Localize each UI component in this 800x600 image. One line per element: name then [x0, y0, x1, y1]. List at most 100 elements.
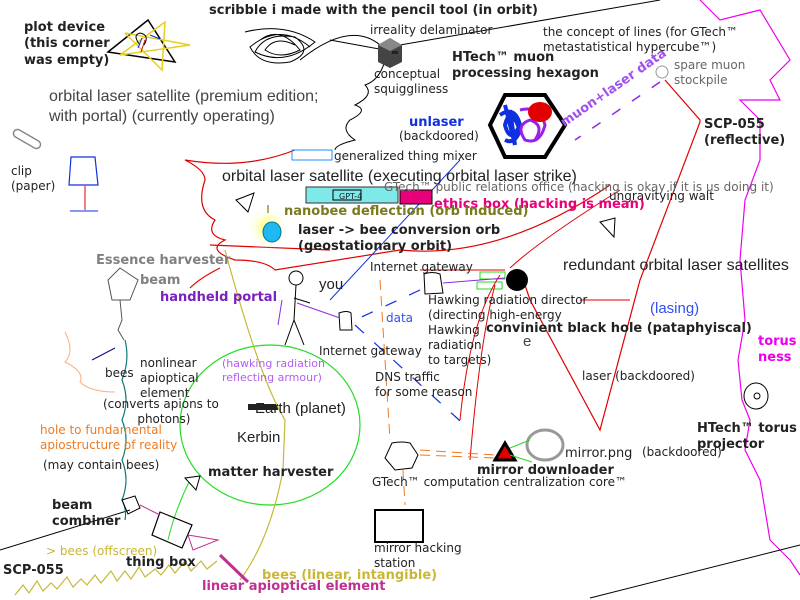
bees-label: bees — [105, 366, 134, 380]
you-label: you — [319, 276, 344, 293]
gpt4-panel — [305, 186, 399, 204]
black-hole-icon — [506, 269, 528, 291]
gpt4-label: GPT-4 — [339, 192, 363, 201]
hawking-director-label: Hawking radiation director (directing hi… — [428, 293, 588, 367]
orbital-premium-label: orbital laser satellite (premium edition… — [49, 88, 319, 125]
scp055-label: SCP-055 — [3, 563, 64, 578]
torusness-label: torus ness — [758, 334, 797, 366]
redundant-satellite-icon — [599, 217, 616, 239]
handheld-portal-label: handheld portal — [160, 290, 278, 305]
linear-apioptical-label: linear apioptical element — [202, 579, 386, 594]
scp055-reflective-label: SCP-055 (reflective) — [704, 117, 786, 149]
matter-harvester-icon — [183, 475, 201, 491]
clip-label: clip (paper) — [11, 164, 56, 193]
matter-harvester-link — [167, 479, 191, 541]
essence-harvester-icon — [107, 267, 139, 341]
laser-bee-orb-label: laser -> bee conversion orb (geostationa… — [298, 223, 501, 255]
hole-label: hole to fundamental apiostructure of rea… — [40, 423, 178, 452]
core-links — [379, 279, 496, 506]
hawking-radiation-lines — [420, 189, 621, 461]
scp055-reflect-line — [519, 79, 701, 432]
beam-combiner-icon — [121, 495, 141, 515]
gtech-core-label: GTech™ computation centralization core™ — [372, 475, 627, 489]
laser-bee-conversion-orb — [241, 205, 290, 250]
hawking-director-icon — [476, 271, 506, 290]
unlaser-label: unlaser — [409, 115, 464, 130]
bees-arrow — [91, 347, 116, 361]
conceptual-squiggliness-label: conceptual squiggliness — [374, 67, 449, 96]
wine-glass-icon — [68, 156, 99, 212]
mirror-png-icon — [525, 428, 565, 462]
orange-scribble — [64, 331, 116, 393]
internet-gateway-bottom-icon — [338, 311, 353, 331]
muon-hexagon-label: HTech™ muon processing hexagon — [452, 50, 599, 82]
lasing-label: (lasing) — [650, 300, 700, 317]
converts-apions-label: (converts apions to photons) — [103, 397, 219, 426]
torus-projector-icon — [743, 382, 769, 410]
small-satellite-icon — [235, 192, 255, 213]
mirror-hacking-station-icon — [374, 509, 424, 543]
redundant-satellites-label: redundant orbital laser satellites — [563, 257, 789, 274]
bees-linear-label: bees (linear, intangible) — [262, 568, 438, 583]
torusness-boundary — [699, 0, 800, 576]
plot-device-label: plot device (this corner was empty) — [24, 20, 110, 68]
thing-box-label: thing box — [126, 555, 196, 570]
mirror-downloader-label: mirror downloader — [477, 463, 614, 478]
torus-projector-label: HTech™ torus projector — [697, 421, 797, 453]
ground-line-right — [589, 544, 800, 599]
thing-mixer-label: generalized thing mixer — [334, 149, 477, 163]
thing-box-icon — [151, 511, 193, 549]
muon-laser-data-link — [574, 81, 661, 141]
plot-device-icon — [106, 18, 191, 72]
bees-linear-line — [224, 249, 286, 581]
linear-apioptical-line — [218, 553, 250, 584]
earth-scribble — [248, 404, 278, 410]
mirror-png-label: mirror.png — [565, 446, 633, 461]
unlaser-backdoored-label: (backdoored) — [399, 129, 479, 143]
pencil-scribble — [244, 0, 661, 151]
data-link — [354, 289, 471, 431]
portal-link — [442, 277, 506, 284]
mirror-backdoored-label: (backdoored) — [642, 445, 722, 459]
gtech-pr-label: GTech™ public relations office (hacking … — [384, 180, 774, 194]
ground-line-left — [0, 509, 131, 551]
irreality-label: irreality delaminator — [370, 23, 493, 37]
essence-harvester-label: Essence harvester — [96, 253, 231, 268]
ungravitying-label: ungravitying walt — [609, 189, 714, 203]
data-label: data — [386, 311, 414, 325]
concept-lines-label: the concept of lines (for GTech™ metasta… — [543, 25, 739, 54]
you-stick-figure — [277, 270, 341, 346]
beam-combiner-label: beam combiner — [52, 498, 121, 530]
dns-traffic-label: DNS traffic for some reason — [375, 370, 473, 399]
kerbin-label: Kerbin — [237, 429, 281, 446]
pink-scribble — [139, 504, 220, 551]
mirror-link — [509, 439, 533, 463]
muon-processing-hexagon — [487, 93, 568, 159]
bees-zigzag — [14, 559, 218, 596]
torus-projector-core — [753, 392, 761, 400]
matter-harvester-label: matter harvester — [208, 465, 334, 480]
beam-label: beam — [140, 273, 181, 288]
generalized-thing-mixer-icon — [291, 149, 333, 161]
paper-clip-icon — [12, 128, 42, 150]
laser-backdoored-label: laser (backdoored) — [582, 369, 695, 383]
e-label: e — [523, 333, 532, 350]
earth-label: Earth (planet) — [255, 400, 346, 417]
earth-orbit-circle — [179, 344, 361, 506]
orbital-executing-label: orbital laser satellite (executing orbit… — [222, 168, 577, 185]
scribble-label: scribble i made with the pencil tool (in… — [209, 3, 538, 18]
bees-offscreen-label: > bees (offscreen) — [46, 544, 158, 558]
nanobee-label: nanobee deflection (orb induced) — [284, 204, 529, 219]
gtech-core-icon — [384, 441, 419, 471]
internet-gateway-bottom-label: Internet gateway — [319, 344, 422, 358]
convenient-black-hole-label: convinient black hole (pataphyiscal) — [486, 321, 752, 336]
internet-gateway-top-label: Internet gateway — [370, 260, 473, 274]
hawking-armour-label: (hawking radiation reflecting armour) — [222, 357, 325, 384]
mirror-downloader-icon — [492, 440, 518, 462]
may-contain-bees-label: (may contain bees) — [43, 458, 160, 472]
internet-gateway-top-icon — [423, 272, 444, 295]
ethics-box-label: ethics box (hacking is mean) — [434, 197, 645, 212]
nonlinear-element-label: nonlinear apioptical element — [140, 356, 199, 400]
ethics-box — [399, 189, 433, 205]
